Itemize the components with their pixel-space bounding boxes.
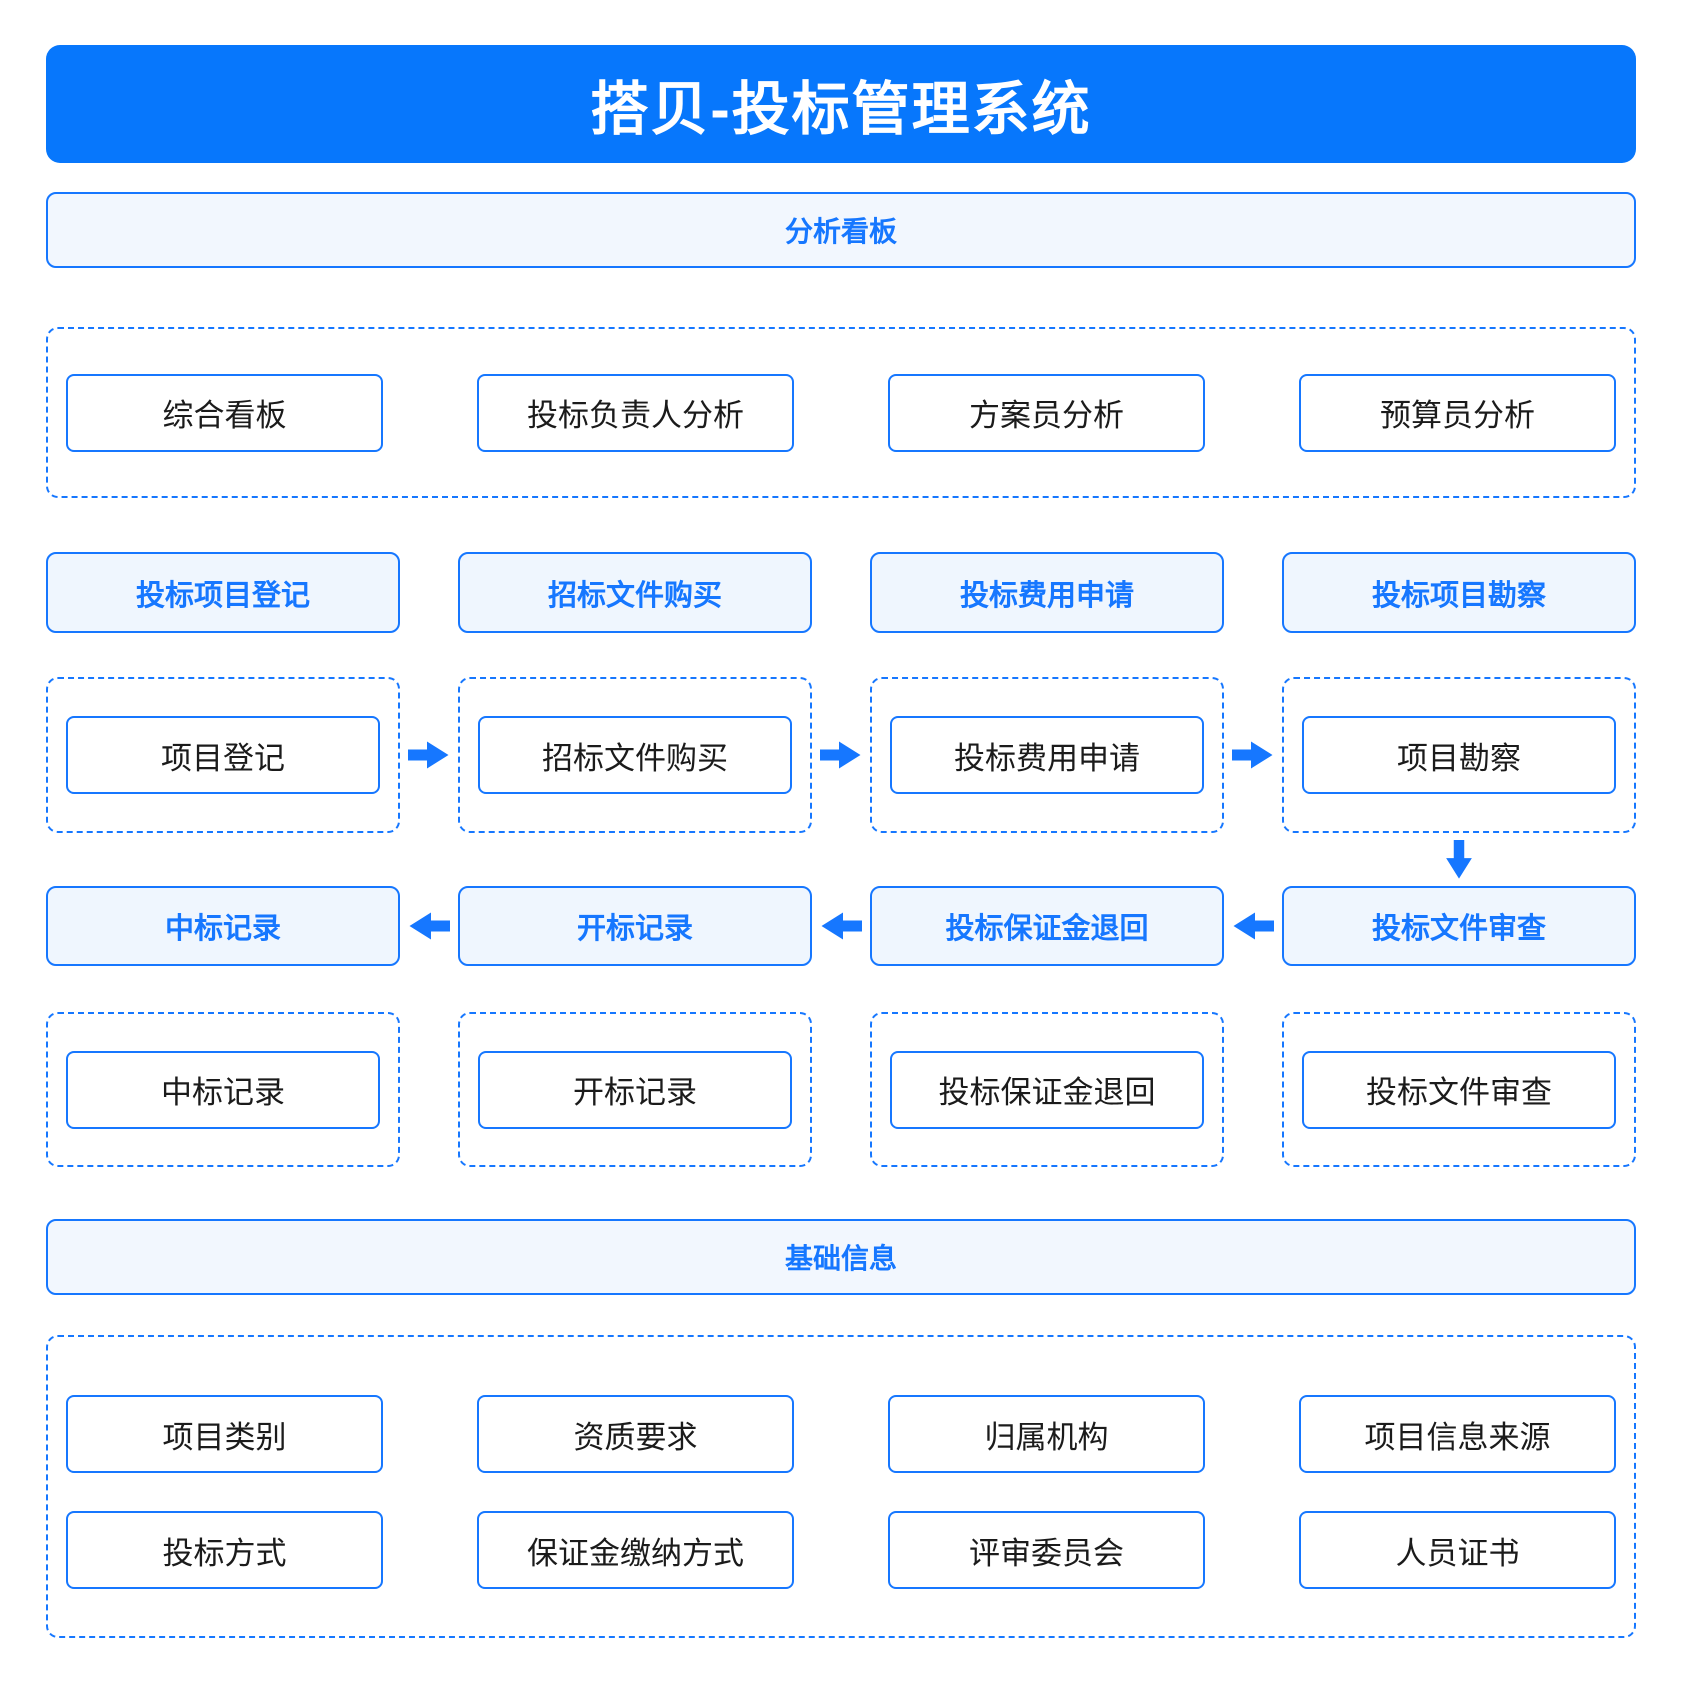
arrow-left-icon <box>821 912 862 940</box>
flow-cell: 招标文件购买 <box>458 677 812 833</box>
flow-cell: 投标保证金退回 <box>870 1012 1224 1167</box>
process-flow-row-1: 项目登记 招标文件购买 投标费用申请 项目勘察 <box>46 677 1636 833</box>
gap <box>400 552 458 633</box>
node-owning-organization: 归属机构 <box>888 1395 1205 1473</box>
gap <box>1224 552 1282 633</box>
section-label-base-info: 基础信息 <box>784 1243 897 1274</box>
flow-turn-row <box>46 833 1636 886</box>
node-deposit-refund: 投标保证金退回 <box>890 1050 1204 1129</box>
flow-cell: 中标记录 <box>46 1012 400 1167</box>
flow-connector <box>812 886 870 966</box>
gap <box>812 552 870 633</box>
node-review-committee: 评审委员会 <box>888 1511 1205 1589</box>
arrow-left-icon <box>1233 912 1274 940</box>
section-label-analysis: 分析看板 <box>784 216 897 247</box>
node-project-info-source: 项目信息来源 <box>1299 1395 1616 1473</box>
node-estimator-analysis: 预算员分析 <box>1299 373 1616 452</box>
flow-cell: 开标记录 <box>458 1012 812 1167</box>
flow-connector <box>400 886 458 966</box>
flow-connector <box>1224 886 1282 966</box>
flow-cell: 项目勘察 <box>1282 677 1636 833</box>
arrow-right-icon <box>1232 741 1273 769</box>
node-qualification-requirements: 资质要求 <box>477 1395 794 1473</box>
node-project-survey: 项目勘察 <box>1302 716 1616 794</box>
page-title: 搭贝-投标管理系统 <box>590 77 1092 142</box>
arrow-right-icon <box>408 741 449 769</box>
bid-management-system-diagram: 搭贝-投标管理系统 分析看板 综合看板 投标负责人分析 方案员分析 预算员分析 … <box>46 45 1636 1638</box>
flow-connector <box>400 677 458 833</box>
stage-headers-row-2: 中标记录 开标记录 投标保证金退回 投标文件审查 <box>46 886 1636 966</box>
arrow-left-icon <box>409 912 450 940</box>
stage-header-bid-doc-review: 投标文件审查 <box>1282 886 1636 966</box>
system-title-banner: 搭贝-投标管理系统 <box>46 45 1636 163</box>
node-deposit-payment-method: 保证金缴纳方式 <box>477 1511 794 1589</box>
analysis-board-group: 综合看板 投标负责人分析 方案员分析 预算员分析 <box>46 327 1636 498</box>
gap <box>812 1012 870 1167</box>
stage-header-project-survey: 投标项目勘察 <box>1282 552 1636 633</box>
node-project-category: 项目类别 <box>66 1395 383 1473</box>
node-bid-doc-review: 投标文件审查 <box>1302 1050 1616 1129</box>
node-bid-expense-request: 投标费用申请 <box>890 716 1204 794</box>
flow-connector <box>1224 677 1282 833</box>
node-bid-manager-analysis: 投标负责人分析 <box>477 373 794 452</box>
section-header-analysis-board: 分析看板 <box>46 192 1636 268</box>
node-project-registration: 项目登记 <box>66 716 380 794</box>
stage-header-bid-expense-request: 投标费用申请 <box>870 552 1224 633</box>
node-personnel-certificates: 人员证书 <box>1299 1511 1616 1589</box>
gap <box>1224 1012 1282 1167</box>
stage-header-win-record: 中标记录 <box>46 886 400 966</box>
flow-cell: 项目登记 <box>46 677 400 833</box>
node-bidding-method: 投标方式 <box>66 1511 383 1589</box>
stage-header-deposit-refund: 投标保证金退回 <box>870 886 1224 966</box>
process-flow-row-2: 中标记录 开标记录 投标保证金退回 投标文件审查 <box>46 1012 1636 1167</box>
stage-header-bid-opening-record: 开标记录 <box>458 886 812 966</box>
base-info-group: 项目类别 资质要求 归属机构 项目信息来源 投标方式 保证金缴纳方式 评审委员会… <box>46 1335 1636 1638</box>
gap <box>400 1012 458 1167</box>
stage-header-project-registration: 投标项目登记 <box>46 552 400 633</box>
node-bid-opening-record: 开标记录 <box>478 1050 792 1129</box>
arrow-right-icon <box>820 741 861 769</box>
stage-header-tender-doc-purchase: 招标文件购买 <box>458 552 812 633</box>
flow-connector <box>812 677 870 833</box>
node-planner-analysis: 方案员分析 <box>888 373 1205 452</box>
stage-headers-row-1: 投标项目登记 招标文件购买 投标费用申请 投标项目勘察 <box>46 552 1636 633</box>
node-win-record: 中标记录 <box>66 1050 380 1129</box>
arrow-down-icon <box>1446 839 1472 879</box>
section-header-base-info: 基础信息 <box>46 1219 1636 1295</box>
flow-cell: 投标费用申请 <box>870 677 1224 833</box>
flow-cell: 投标文件审查 <box>1282 1012 1636 1167</box>
node-overview-board: 综合看板 <box>66 373 383 452</box>
node-tender-doc-purchase: 招标文件购买 <box>478 716 792 794</box>
